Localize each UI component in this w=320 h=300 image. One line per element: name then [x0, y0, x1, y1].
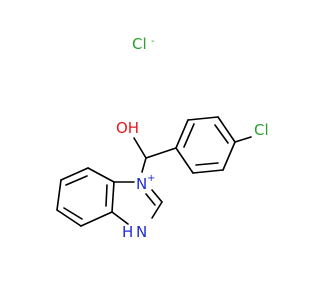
- nitrogen-nh-label: N: [136, 223, 147, 241]
- bond-benzo-5: [80, 211, 113, 227]
- chloride-ion: Cl -: [132, 35, 155, 53]
- bond-benzo-4-inner: [63, 207, 83, 220]
- bond-c-cl: [234, 136, 252, 143]
- bond-o-ch: [133, 137, 147, 159]
- bond-ring-1: [175, 119, 189, 149]
- bond-ring-3: [217, 116, 236, 143]
- nitrogen-cation-label: N: [136, 175, 147, 193]
- nitrogen-cation-charge: +: [147, 173, 155, 184]
- chloride-ion-label: Cl: [132, 35, 147, 53]
- bond-ring-3-inner: [214, 124, 229, 144]
- bond-n-c2: [151, 189, 163, 203]
- bond-benzo-3: [56, 179, 62, 211]
- bond-benzo-4: [56, 209, 82, 227]
- bond-ring-2: [187, 116, 219, 121]
- bond-c2-nh: [151, 201, 163, 219]
- molecule-structure: Cl -: [56, 35, 269, 241]
- bond-benzo-2: [60, 167, 89, 181]
- atom-labels: OH Cl N + H N: [116, 119, 269, 241]
- nitrogen-h-label: H: [122, 223, 133, 241]
- bond-n-c2-inner: [145, 193, 156, 206]
- bond-benzo-2-inner: [65, 175, 88, 186]
- bond-c3a-c7a: [111, 181, 115, 213]
- bond-ring-5-inner: [195, 162, 219, 166]
- chloride-ion-charge: -: [151, 36, 155, 47]
- hydroxyl-label: OH: [116, 119, 139, 137]
- bond-benzo-6-inner: [105, 184, 108, 207]
- bond-ring-1-inner: [183, 123, 195, 148]
- bond-ring-5: [192, 169, 224, 174]
- bond-nh-c7a: [111, 211, 129, 225]
- bond-ring-6: [175, 147, 194, 174]
- bond-ch-n: [141, 157, 147, 173]
- bond-ring-4: [222, 141, 236, 171]
- bond-ch-ipso: [145, 147, 177, 159]
- aryl-chlorine-label: Cl: [254, 121, 269, 139]
- bond-benzo-1: [87, 167, 115, 183]
- bonds: [56, 116, 252, 227]
